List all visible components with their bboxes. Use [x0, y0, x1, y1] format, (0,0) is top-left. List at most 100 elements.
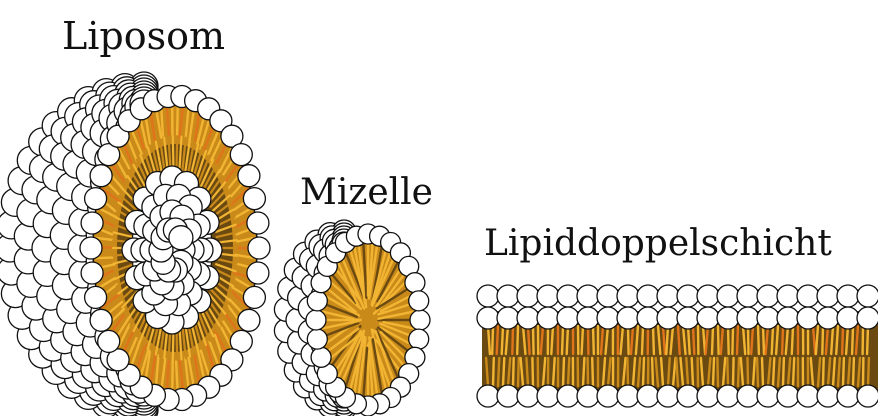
lipid-head [757, 285, 779, 307]
lipid-head [517, 285, 539, 307]
lipid-head [577, 307, 599, 329]
lipid-tail [528, 326, 530, 354]
lipid-tail [95, 258, 112, 259]
lipid-head [817, 285, 839, 307]
lipid-tail [173, 136, 174, 170]
lipid-head [777, 285, 799, 307]
lipid-head [697, 307, 719, 329]
lipid-head [537, 385, 559, 407]
lipid-head [243, 286, 265, 308]
lipid-head [797, 285, 819, 307]
lipid-head [557, 307, 579, 329]
lipid-tail [688, 326, 690, 354]
lipid-head [817, 307, 839, 329]
lipid-tail [533, 326, 534, 354]
lipid-head [757, 385, 779, 407]
lipid-head [517, 385, 539, 407]
lipid-tail [712, 326, 713, 354]
lipid-head [517, 307, 539, 329]
lipid-tail [628, 326, 629, 354]
lipid-tail [526, 358, 528, 386]
lipid-head [477, 307, 499, 329]
lipid-tail [512, 326, 513, 354]
lipid-head [90, 165, 112, 187]
lipid-tail [551, 326, 553, 354]
lipid-head [777, 307, 799, 329]
lipid-tail [728, 326, 729, 354]
lipid-tail [763, 326, 764, 354]
lipid-tail [733, 358, 734, 386]
lipid-tail [593, 326, 594, 354]
lipid-tail [852, 326, 853, 354]
lipid-head [248, 237, 270, 259]
lipid-tail [652, 358, 653, 386]
lipid-tail [792, 326, 793, 354]
lipid-head [405, 273, 425, 293]
lipid-head [98, 330, 120, 352]
lipid-head [597, 385, 619, 407]
lipid-head [230, 144, 252, 166]
lipid-head [857, 385, 878, 407]
lipid-tail [643, 358, 644, 386]
lipid-tail [493, 358, 494, 386]
lipid-head [637, 285, 659, 307]
lipid-head [247, 212, 269, 234]
lipid-tail [772, 326, 773, 354]
lipid-tail [532, 358, 533, 386]
lipid-tail [782, 326, 783, 354]
lipid-tail [563, 358, 564, 386]
lipid-tail [503, 358, 504, 386]
lipid-tail [762, 358, 763, 386]
lipid-head [637, 307, 659, 329]
lipid-tail [738, 358, 739, 386]
lipid-head [677, 285, 699, 307]
lipid-tail [823, 358, 824, 386]
lipid-head [657, 307, 679, 329]
lipid-tail [592, 358, 593, 386]
lipid-head [757, 307, 779, 329]
lipid-tail [676, 358, 678, 386]
liposome-illustration [0, 72, 270, 416]
lipid-head [857, 307, 878, 329]
lipid-bilayer-illustration [477, 285, 878, 407]
lipid-head [737, 385, 759, 407]
lipid-head [797, 307, 819, 329]
lipid-tail [843, 358, 844, 386]
lipid-tail [666, 326, 668, 354]
lipid-tail [748, 326, 749, 354]
lipid-tail [737, 326, 738, 354]
lipid-tail [642, 326, 643, 354]
lipid-head [537, 285, 559, 307]
lipid-tail [868, 358, 869, 386]
micelle-illustration [274, 220, 430, 416]
lipid-head [797, 385, 819, 407]
lipid-tail [497, 326, 498, 354]
lipid-tail [748, 358, 749, 386]
lipid-tail [627, 358, 628, 386]
lipid-head [617, 307, 639, 329]
lipid-head [597, 285, 619, 307]
lipid-head [497, 307, 519, 329]
lipid-tail [502, 326, 503, 354]
lipid-head [577, 285, 599, 307]
lipid-head [477, 385, 499, 407]
lipid-head [617, 385, 639, 407]
lipid-tail [727, 358, 728, 386]
lipid-head [717, 285, 739, 307]
lipid-tail [758, 326, 759, 354]
lipid-head [677, 307, 699, 329]
lipid-head [777, 385, 799, 407]
lipid-tail [553, 358, 555, 386]
lipid-head [537, 307, 559, 329]
lipid-head [817, 385, 839, 407]
lipid-tail [653, 326, 654, 354]
lipid-tail [692, 358, 693, 386]
lipid-head [597, 307, 619, 329]
lipid-head [837, 385, 859, 407]
lipid-head [637, 385, 659, 407]
lipid-head [837, 285, 859, 307]
lipid-tail [568, 358, 569, 386]
lipid-head [90, 309, 112, 331]
lipid-tail [853, 358, 854, 386]
